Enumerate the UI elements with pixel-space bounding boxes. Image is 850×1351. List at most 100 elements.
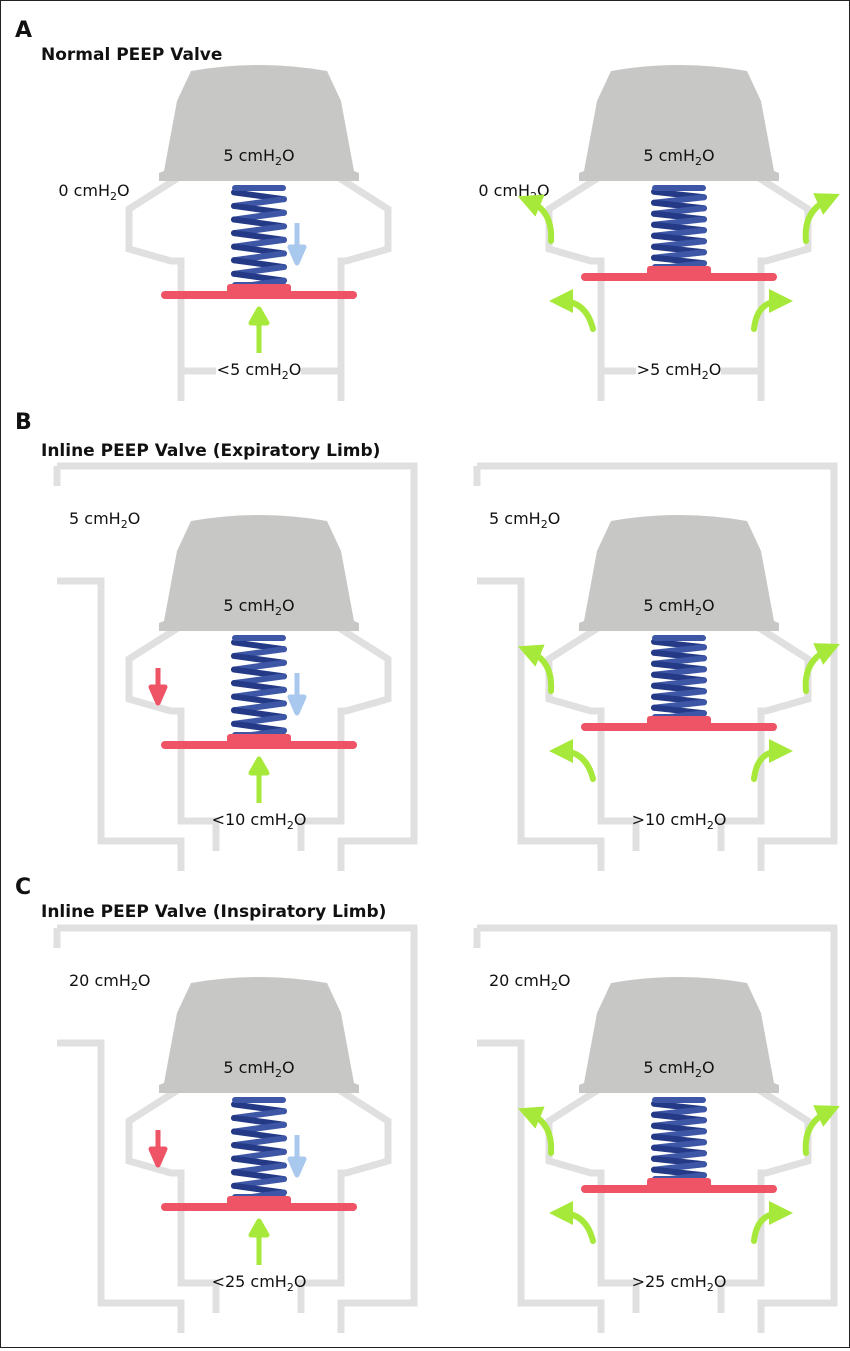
flow-arrow-icon xyxy=(549,289,596,332)
flow-arrow-icon xyxy=(549,1201,596,1244)
spring-pressure-label-subscript: 2 xyxy=(695,1067,702,1080)
valve-diaphragm xyxy=(161,1203,357,1211)
spring-pressure-label-suffix: O xyxy=(702,146,715,165)
valve-body-right xyxy=(301,151,392,375)
ambient-pressure-arrow-icon xyxy=(148,1130,168,1168)
flow-arrow-icon xyxy=(549,739,596,782)
ambient-pressure-label-suffix: O xyxy=(117,181,130,200)
valve-diaphragm xyxy=(581,1185,777,1193)
spring-force-arrow-icon xyxy=(287,1135,307,1178)
ambient-pressure-label-subscript: 2 xyxy=(541,518,548,531)
flow-arrow-icon xyxy=(248,306,270,353)
valve-cap xyxy=(159,65,359,181)
flow-arrow-icon xyxy=(751,289,793,332)
diaphragm-seat xyxy=(647,716,711,726)
spring-pressure-label-suffix: O xyxy=(282,1058,295,1077)
spring-pressure-label-main: 5 cmH xyxy=(223,146,275,165)
diaphragm-seat xyxy=(227,734,291,744)
inlet-pressure-label-subscript: 2 xyxy=(702,369,709,382)
inlet-pressure-label-suffix: O xyxy=(709,360,722,379)
inlet-pressure-label: >25 cmH2O xyxy=(632,1272,727,1294)
valve-cap xyxy=(159,977,359,1093)
flow-arrow-icon xyxy=(802,643,840,694)
valve-diaphragm xyxy=(161,291,357,299)
ambient-pressure-label: 5 cmH2O xyxy=(489,509,560,531)
outer-housing-wall xyxy=(57,462,418,871)
valve-diaphragm xyxy=(161,741,357,749)
spring-pressure-label-suffix: O xyxy=(702,1058,715,1077)
inlet-pressure-label: >5 cmH2O xyxy=(637,360,722,382)
ambient-pressure-label: 0 cmH2O xyxy=(478,181,549,203)
inlet-pressure-label-subscript: 2 xyxy=(287,1281,294,1294)
valve-body-left xyxy=(545,601,640,851)
panel-letter-a: A xyxy=(15,18,32,43)
spring-pressure-label-suffix: O xyxy=(282,596,295,615)
inlet-pressure-label-suffix: O xyxy=(714,810,727,829)
spring-pressure-label: 5 cmH2O xyxy=(643,146,714,168)
spring-pressure-label-suffix: O xyxy=(282,146,295,165)
valve-body-left xyxy=(125,151,216,375)
inlet-pressure-label: <25 cmH2O xyxy=(212,1272,307,1294)
outer-housing-wall xyxy=(477,577,605,871)
valve-body-right xyxy=(717,601,812,851)
ambient-pressure-label-subscript: 2 xyxy=(110,190,117,203)
outer-housing-wall xyxy=(477,1039,605,1333)
spring-pressure-label-main: 5 cmH xyxy=(223,1058,275,1077)
panel-letter-b: B xyxy=(15,410,32,435)
inlet-pressure-label-main: <25 cmH xyxy=(212,1272,287,1291)
ambient-pressure-label-main: 20 cmH xyxy=(489,971,551,990)
ambient-pressure-label: 0 cmH2O xyxy=(58,181,129,203)
diaphragm-seat xyxy=(647,266,711,276)
spring-top-cap xyxy=(232,635,286,641)
inlet-pressure-label-subscript: 2 xyxy=(707,819,714,832)
spring-pressure-label-subscript: 2 xyxy=(695,155,702,168)
ambient-pressure-arrow-icon xyxy=(148,668,168,706)
inlet-pressure-label-suffix: O xyxy=(294,810,307,829)
valve-cap xyxy=(579,515,779,631)
valve-body-left xyxy=(545,1063,640,1313)
ambient-pressure-label-main: 20 cmH xyxy=(69,971,131,990)
inlet-pressure-label: >10 cmH2O xyxy=(632,810,727,832)
ambient-pressure-label-suffix: O xyxy=(558,971,571,990)
inlet-pressure-label-suffix: O xyxy=(714,1272,727,1291)
panel-title-b: Inline PEEP Valve (Expiratory Limb) xyxy=(41,441,380,461)
spring-pressure-label-main: 5 cmH xyxy=(643,596,695,615)
valve-cap xyxy=(159,515,359,631)
valve-cap xyxy=(579,977,779,1093)
inlet-pressure-label-main: >5 cmH xyxy=(637,360,702,379)
valve-body-left xyxy=(545,151,636,375)
inlet-pressure-label-subscript: 2 xyxy=(287,819,294,832)
inlet-pressure-label: <10 cmH2O xyxy=(212,810,307,832)
inlet-pressure-label-subscript: 2 xyxy=(707,1281,714,1294)
valve-body-right xyxy=(721,151,812,375)
ambient-pressure-label: 5 cmH2O xyxy=(69,509,140,531)
spring-top-cap xyxy=(232,185,286,191)
spring-pressure-label-main: 5 cmH xyxy=(223,596,275,615)
panel-letter-c: C xyxy=(15,875,31,900)
diaphragm-seat xyxy=(647,1178,711,1188)
spring-pressure-label: 5 cmH2O xyxy=(223,1058,294,1080)
spring-pressure-label-subscript: 2 xyxy=(275,605,282,618)
inlet-pressure-label: <5 cmH2O xyxy=(217,360,302,382)
ambient-pressure-label-subscript: 2 xyxy=(551,980,558,993)
valve-diaphragm xyxy=(581,273,777,281)
flow-arrow-icon xyxy=(751,1201,793,1244)
ambient-pressure-label: 20 cmH2O xyxy=(69,971,150,993)
spring-top-cap xyxy=(232,1097,286,1103)
ambient-pressure-label-suffix: O xyxy=(128,509,141,528)
ambient-pressure-label-subscript: 2 xyxy=(121,518,128,531)
outer-housing-wall xyxy=(477,462,838,871)
spring-top-cap xyxy=(652,185,706,191)
ambient-pressure-label-main: 0 cmH xyxy=(58,181,110,200)
spring-top-cap xyxy=(652,1097,706,1103)
ambient-pressure-label-main: 5 cmH xyxy=(489,509,541,528)
ambient-pressure-label-suffix: O xyxy=(548,509,561,528)
outer-housing-wall xyxy=(57,1039,185,1333)
spring-pressure-label: 5 cmH2O xyxy=(643,1058,714,1080)
